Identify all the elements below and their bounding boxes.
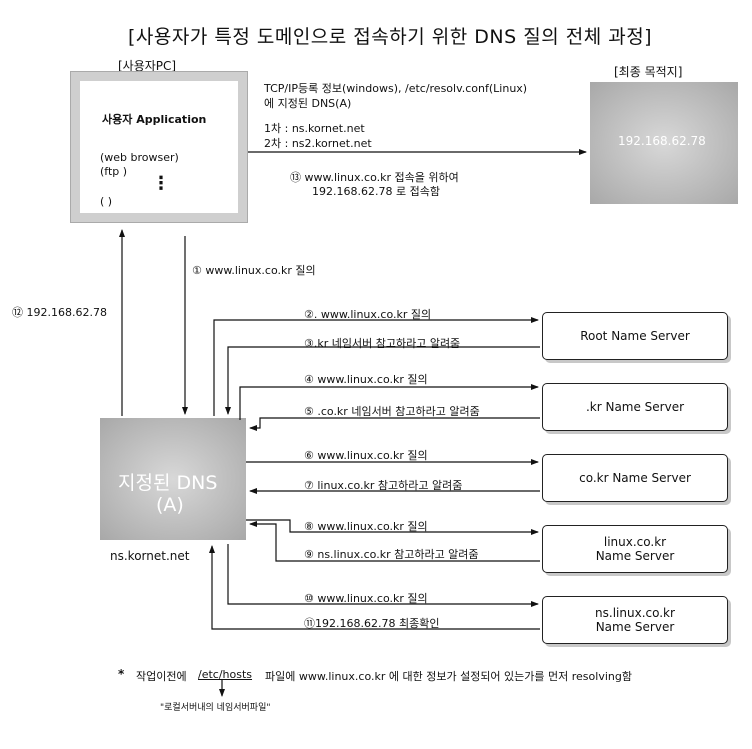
step5-label: ⑤ .co.kr 네임서버 참고하라고 알려줌 <box>304 405 480 418</box>
step13-line2: 192.168.62.78 로 접속함 <box>312 185 440 198</box>
user-pc-screen: 사용자 Application (web browser) (ftp ) ⋮ (… <box>80 81 238 213</box>
step9-label: ⑨ ns.linux.co.kr 참고하라고 알려줌 <box>304 548 479 561</box>
step11-label: ⑪192.168.62.78 최종확인 <box>304 617 440 630</box>
arrow-step2 <box>213 317 539 416</box>
step6-label: ⑥ www.linux.co.kr 질의 <box>304 449 428 462</box>
footnote-sub: "로컬서버내의 네임서버파일" <box>160 703 271 713</box>
user-pc-box: 사용자 Application (web browser) (ftp ) ⋮ (… <box>70 71 248 223</box>
root-name-server: Root Name Server <box>542 312 728 360</box>
arrow-step5 <box>249 417 540 431</box>
dest-caption: [최종 목적지] <box>614 65 683 79</box>
ns-linux-cokr-name-server: ns.linux.co.kr Name Server <box>542 596 728 644</box>
pc-ftp-label: (ftp ) <box>100 165 128 178</box>
arrow-step11 <box>209 545 540 630</box>
root-server-label: Root Name Server <box>580 329 690 343</box>
step8-label: ⑧ www.linux.co.kr 질의 <box>304 520 428 533</box>
arrow-step8 <box>246 519 539 535</box>
kr-name-server: .kr Name Server <box>542 383 728 431</box>
step4-label: ④ www.linux.co.kr 질의 <box>304 373 428 386</box>
linux-server-label-2: Name Server <box>595 549 675 563</box>
pc-app-label: 사용자 Application <box>102 113 207 126</box>
destination-ip: 192.168.62.78 <box>618 134 706 148</box>
arrow-step10 <box>227 544 539 607</box>
dns-label-line1: 지정된 DNS <box>118 472 218 494</box>
pc-ellipsis: ⋮ <box>152 173 170 194</box>
destination-box: 192.168.62.78 <box>590 82 738 204</box>
step7-label: ⑦ linux.co.kr 참고하라고 알려줌 <box>304 479 463 492</box>
cokr-name-server: co.kr Name Server <box>542 454 728 502</box>
footnote-post: 파일에 www.linux.co.kr 에 대한 정보가 설정되어 있는가를 먼… <box>265 670 632 683</box>
arrow-step3 <box>225 346 540 415</box>
dns-label-line2: (A) <box>156 494 184 516</box>
pc-caption: [사용자PC] <box>118 59 177 73</box>
footnote-pre: 작업이전에 <box>136 670 187 683</box>
dns-caption: ns.kornet.net <box>110 549 190 563</box>
config-primary-dns: 1차 : ns.kornet.net <box>264 122 365 135</box>
nslinux-server-label-1: ns.linux.co.kr <box>595 606 675 620</box>
step1-label: ① www.linux.co.kr 질의 <box>192 264 316 277</box>
step13-line1: ⑬ www.linux.co.kr 접속을 위하여 <box>290 171 459 184</box>
designated-dns-box: 지정된 DNS (A) <box>100 418 246 540</box>
step12-label: ⑫ 192.168.62.78 <box>12 306 107 319</box>
config-line2: 에 지정된 DNS(A) <box>264 97 352 110</box>
nslinux-server-label-2: Name Server <box>595 620 675 634</box>
footnote-hosts: /etc/hosts <box>198 668 253 681</box>
footnote-star: * <box>118 667 125 681</box>
pc-blank-label: ( ) <box>100 195 113 208</box>
diagram-title: [사용자가 특정 도메인으로 접속하기 위한 DNS 질의 전체 과정] <box>128 26 653 48</box>
step10-label: ⑩ www.linux.co.kr 질의 <box>304 592 428 605</box>
arrow-step9 <box>249 521 540 562</box>
linux-server-label-1: linux.co.kr <box>603 535 667 549</box>
step2-label: ②. www.linux.co.kr 질의 <box>304 308 432 321</box>
config-line1: TCP/IP등록 정보(windows), /etc/resolv.conf(L… <box>264 82 528 95</box>
kr-server-label: .kr Name Server <box>585 400 685 414</box>
pc-web-label: (web browser) <box>100 151 179 164</box>
linux-cokr-name-server: linux.co.kr Name Server <box>542 525 728 573</box>
config-secondary-dns: 2차 : ns2.kornet.net <box>264 137 372 150</box>
arrow-step4 <box>239 384 539 420</box>
cokr-server-label: co.kr Name Server <box>579 471 691 485</box>
